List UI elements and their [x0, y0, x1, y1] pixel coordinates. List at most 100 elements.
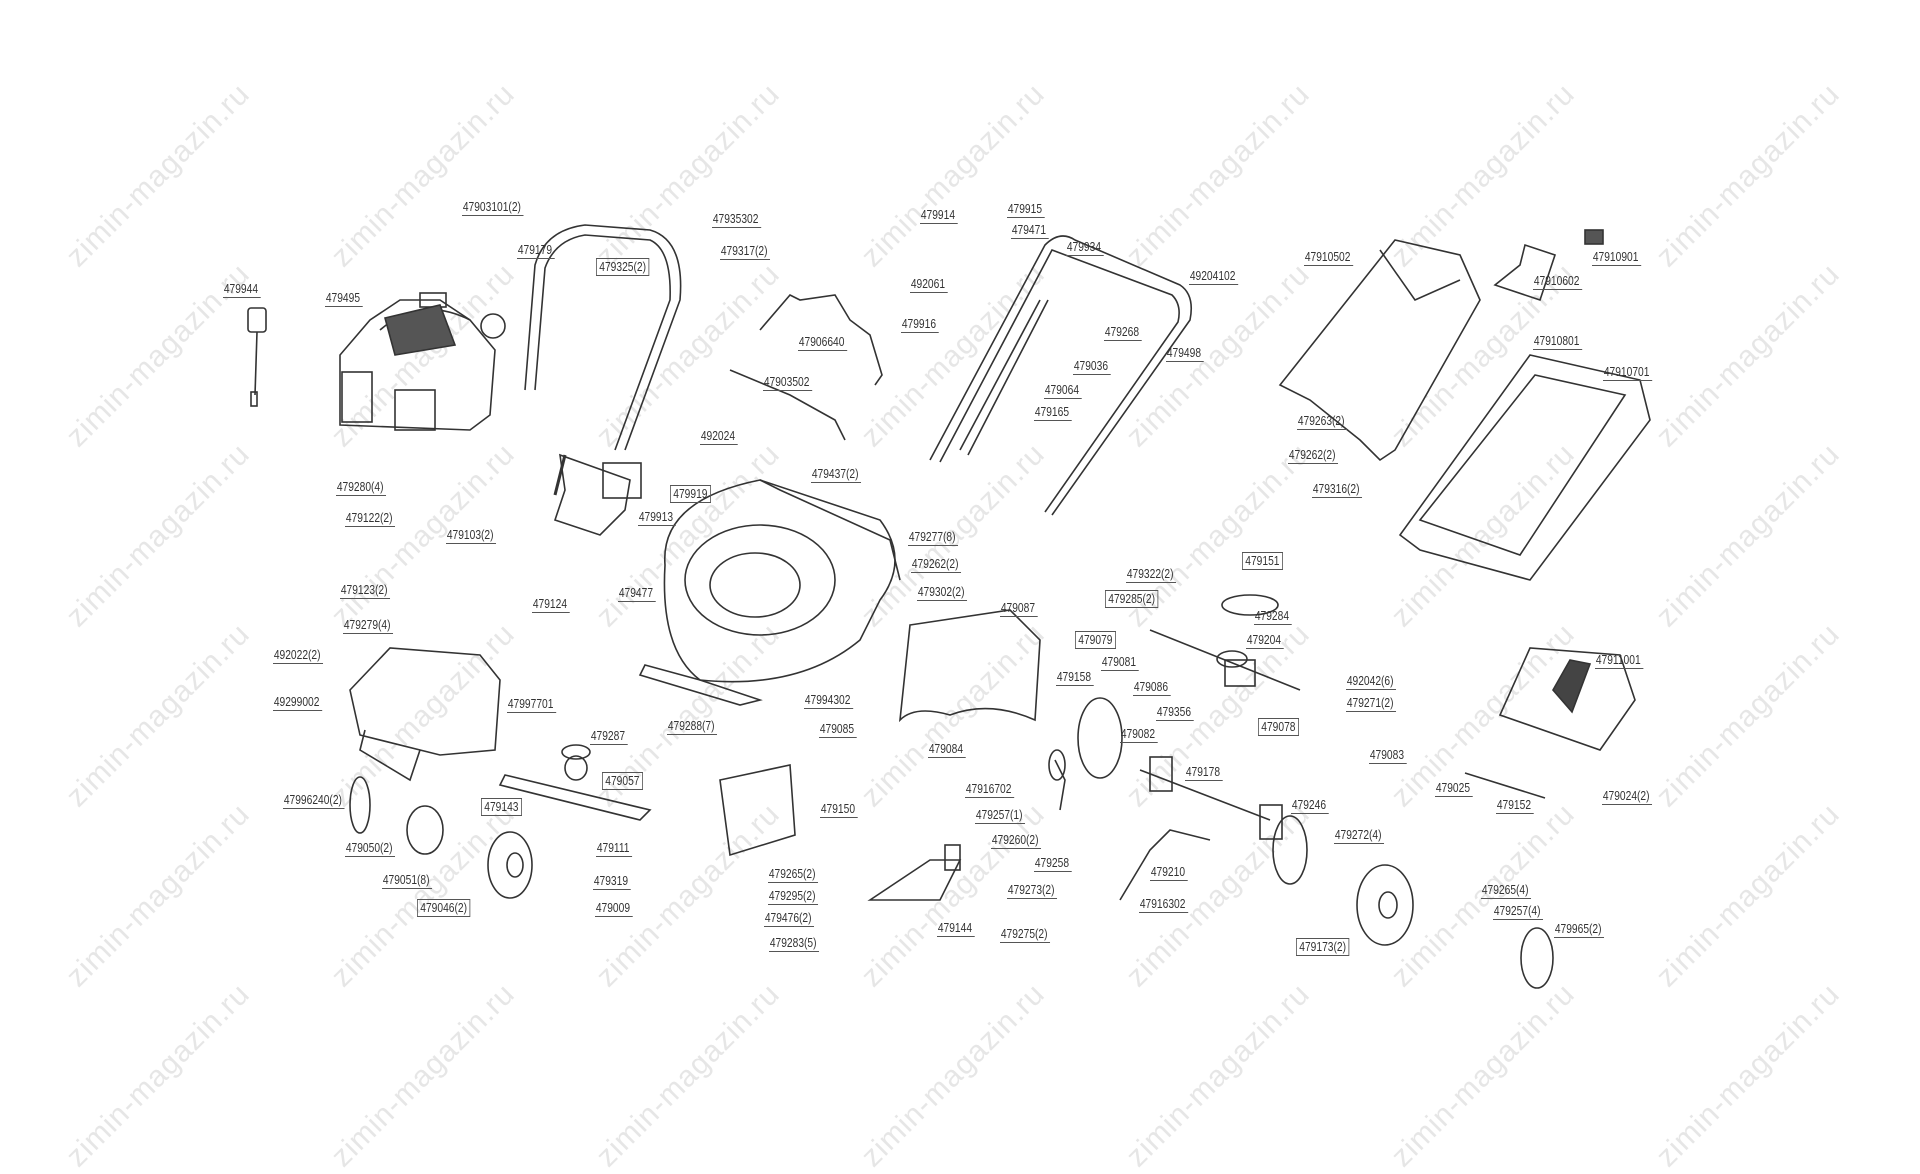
- part-number-label: 49299002: [273, 695, 322, 711]
- battery-box-drawing: [553, 453, 642, 536]
- part-number-label: 479024(2): [1602, 789, 1653, 805]
- part-number-label: 479124: [532, 597, 570, 613]
- part-number-label: 479050(2): [345, 841, 396, 857]
- part-number-label: 479265(2): [768, 867, 819, 883]
- charger-drawing: [247, 307, 267, 407]
- part-number-label: 479046(2): [417, 899, 471, 917]
- blade-drawing: [498, 744, 652, 821]
- rear-chute-drawing: [898, 609, 1041, 723]
- mower-deck-drawing: [638, 479, 901, 706]
- part-number-label: 479144: [937, 921, 975, 937]
- part-number-label: 479009: [595, 901, 633, 917]
- part-number-label: 479165: [1034, 405, 1072, 421]
- part-number-label: 479152: [1496, 798, 1534, 814]
- control-bar-drawing: [729, 294, 883, 441]
- part-number-label: 479257(4): [1493, 904, 1544, 920]
- part-number-label: 479495: [325, 291, 363, 307]
- part-number-label: 479356: [1156, 705, 1194, 721]
- part-number-label: 479179: [517, 243, 555, 259]
- part-number-label: 47916702: [965, 782, 1014, 798]
- engine-drawing: [339, 292, 506, 431]
- part-number-label: 479204: [1246, 633, 1284, 649]
- part-number-label: 479277(8): [908, 530, 959, 546]
- part-number-label: 492024: [700, 429, 738, 445]
- part-number-label: 479178: [1185, 765, 1223, 781]
- part-number-label: 479268: [1104, 325, 1142, 341]
- part-number-label: 479476(2): [764, 911, 815, 927]
- part-number-label: 479284: [1254, 609, 1292, 625]
- part-number-label: 479295(2): [768, 889, 819, 905]
- rear-lid-drawing: [1464, 647, 1636, 799]
- part-number-label: 479437(2): [811, 467, 862, 483]
- part-number-label: 479257(1): [975, 808, 1026, 824]
- part-number-label: 479081: [1101, 655, 1139, 671]
- part-number-label: 479283(5): [769, 936, 820, 952]
- part-number-label: 479272(4): [1334, 828, 1385, 844]
- part-number-label: 479302(2): [917, 585, 968, 601]
- part-number-label: 47996240(2): [283, 793, 345, 809]
- part-number-label: 479913: [638, 510, 676, 526]
- part-number-label: 479025: [1435, 781, 1473, 797]
- part-number-label: 49204102: [1189, 269, 1238, 285]
- part-number-label: 479262(2): [911, 557, 962, 573]
- part-number-label: 479151: [1242, 552, 1283, 570]
- part-number-label: 479082: [1120, 727, 1158, 743]
- part-number-label: 479965(2): [1554, 922, 1605, 938]
- front-cover-drawing: [349, 647, 501, 782]
- part-number-label: 479103(2): [446, 528, 497, 544]
- grass-bag-basket-drawing: [1398, 354, 1651, 581]
- part-number-label: 479271(2): [1346, 696, 1397, 712]
- part-number-label: 479934: [1066, 240, 1104, 256]
- part-number-label: 47903502: [763, 375, 812, 391]
- part-number-label: 47911001: [1595, 653, 1644, 669]
- part-number-label: 479173(2): [1296, 938, 1350, 956]
- part-number-label: 492042(6): [1346, 674, 1397, 690]
- part-number-label: 47906640: [798, 335, 847, 351]
- part-number-label: 479036: [1073, 359, 1111, 375]
- part-number-label: 47997701: [507, 697, 556, 713]
- part-number-label: 479057: [602, 772, 643, 790]
- part-number-label: 479122(2): [345, 511, 396, 527]
- part-number-label: 479262(2): [1288, 448, 1339, 464]
- part-number-label: 479471: [1011, 223, 1049, 239]
- part-number-label: 479258: [1034, 856, 1072, 872]
- part-number-label: 479087: [1000, 601, 1038, 617]
- front-wheel-drawing: [349, 776, 533, 899]
- grass-bag-top-drawing: [1278, 229, 1604, 462]
- part-number-label: 479288(7): [667, 719, 718, 735]
- part-number-label: 479280(4): [336, 480, 387, 496]
- part-number-label: 479079: [1075, 631, 1116, 649]
- part-number-label: 479143: [481, 798, 522, 816]
- part-number-label: 47935302: [712, 212, 761, 228]
- part-number-label: 479325(2): [596, 258, 650, 276]
- rear-wheel-drawing: [1272, 815, 1554, 989]
- part-number-label: 47910602: [1533, 274, 1582, 290]
- part-number-label: 479051(8): [382, 873, 433, 889]
- part-number-label: 47910502: [1304, 250, 1353, 266]
- part-number-label: 479944: [223, 282, 261, 298]
- part-number-label: 479319: [593, 874, 631, 890]
- part-number-label: 479287: [590, 729, 628, 745]
- part-number-label: 47903101(2): [462, 200, 524, 216]
- part-number-label: 479064: [1044, 383, 1082, 399]
- part-number-label: 479279(4): [343, 618, 394, 634]
- part-number-label: 479078: [1258, 718, 1299, 736]
- part-number-label: 479123(2): [340, 583, 391, 599]
- part-number-label: 479275(2): [1000, 927, 1051, 943]
- part-number-label: 479260(2): [991, 833, 1042, 849]
- part-number-label: 479084: [928, 742, 966, 758]
- part-number-label: 492022(2): [273, 648, 324, 664]
- part-number-label: 479273(2): [1007, 883, 1058, 899]
- part-number-label: 479914: [920, 208, 958, 224]
- exploded-parts-diagram: [247, 224, 1651, 989]
- part-number-label: 479265(4): [1481, 883, 1532, 899]
- upper-handle-drawing: [929, 235, 1193, 516]
- drive-drawing: [1077, 594, 1301, 901]
- part-number-label: 479086: [1133, 680, 1171, 696]
- part-number-label: 479285(2): [1105, 590, 1159, 608]
- part-number-label: 479477: [618, 586, 656, 602]
- part-number-label: 479322(2): [1126, 567, 1177, 583]
- part-number-label: 479919: [670, 485, 711, 503]
- lower-handle-drawing: [524, 224, 682, 451]
- part-number-label: 479498: [1166, 346, 1204, 362]
